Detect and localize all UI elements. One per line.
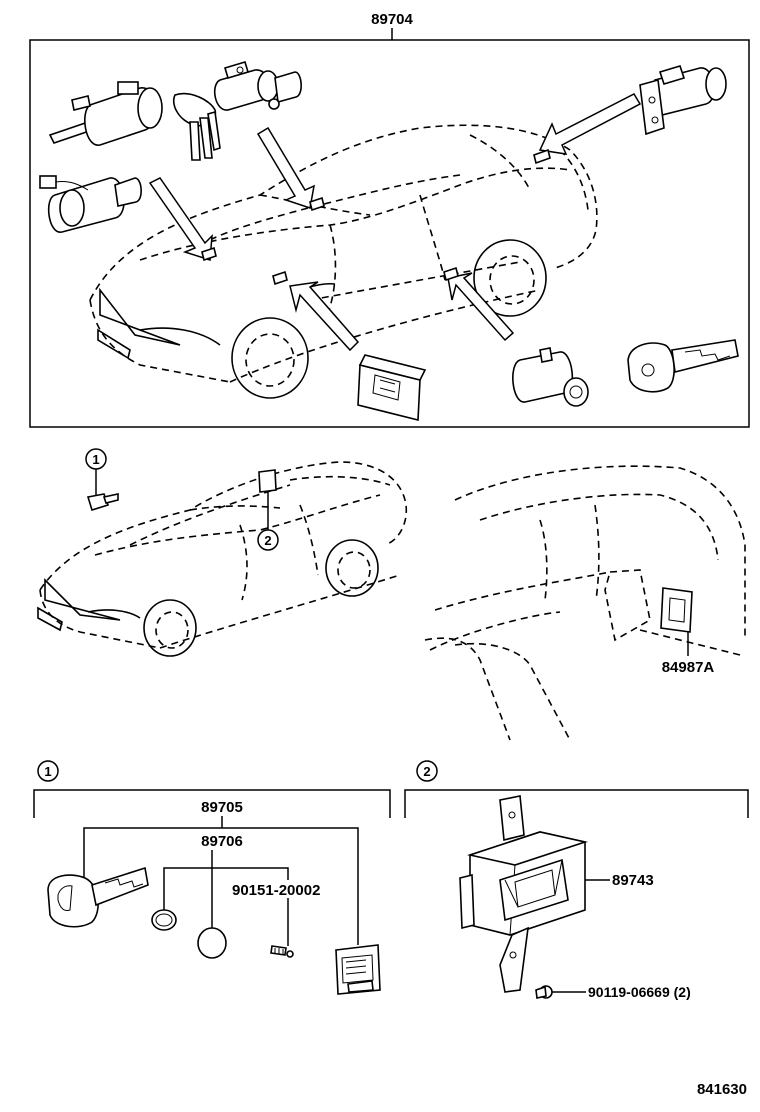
callout-arrows <box>148 93 642 352</box>
callout-circle-2 <box>257 529 279 551</box>
transmitter-case-icon <box>335 944 381 995</box>
detail-callout-label-2: 2 <box>423 764 430 779</box>
luggage-lock-cylinder-icon <box>512 347 589 407</box>
lock-marker <box>201 246 217 262</box>
screw-icon <box>270 945 294 958</box>
detail-bracket-2 <box>404 789 749 818</box>
transmitter-bracket <box>163 867 289 910</box>
lock-marker <box>443 266 459 282</box>
key-set-bracket <box>83 827 359 945</box>
car-illustration-top <box>89 124 598 399</box>
relay-module-icon <box>357 354 427 422</box>
lock-marker <box>309 196 325 212</box>
top-assembly-group: 89704 <box>29 11 750 428</box>
key-icon <box>627 339 739 393</box>
callout-label-2: 2 <box>264 533 271 548</box>
door-lock-cylinder-icon <box>213 61 302 111</box>
trunk-lock-cylinder-icon <box>639 65 727 136</box>
diagram-id: 841630 <box>697 1081 747 1098</box>
plug-stem <box>102 493 119 504</box>
lock-marker <box>533 148 551 165</box>
part-number-90151-20002[interactable]: 90151-20002 <box>232 882 320 899</box>
dashboard-interior <box>424 465 746 741</box>
battery-icon <box>197 927 227 959</box>
detail-callout-circle-1 <box>37 760 59 782</box>
o-ring-icon <box>151 909 177 931</box>
part-number-89706[interactable]: 89706 <box>201 833 243 850</box>
part-number-89705[interactable]: 89705 <box>201 799 243 816</box>
detail-group-1: 1 89705 89706 90151-20002 <box>33 760 391 995</box>
part-number-89743[interactable]: 89743 <box>612 872 654 889</box>
part-number-90119-06669[interactable]: 90119-06669 (2) <box>588 984 691 1000</box>
part-number-89704[interactable]: 89704 <box>371 11 413 28</box>
top-assembly-frame <box>29 39 750 428</box>
switch-icon <box>660 587 693 633</box>
detail-bracket-1 <box>33 789 391 818</box>
ignition-cylinder-icon <box>48 81 221 161</box>
middle-section: 1 2 <box>37 448 746 741</box>
part-number-84987A[interactable]: 84987A <box>662 659 715 676</box>
lock-cylinder-small-icon <box>39 175 142 233</box>
detail-group-2: 2 89743 90119-06669 (2) <box>404 760 749 1000</box>
ecu-module-icon <box>459 795 589 993</box>
clip-icon <box>535 985 553 999</box>
detail-callout-label-1: 1 <box>44 764 51 779</box>
plug-icon <box>86 493 110 512</box>
transmitter-key-icon <box>47 866 149 928</box>
switch-face <box>668 597 686 623</box>
car-illustration-middle <box>37 461 407 657</box>
module-marker-icon <box>258 469 277 493</box>
lock-marker <box>272 270 288 286</box>
detail-callout-circle-2 <box>416 760 438 782</box>
callout-label-1: 1 <box>92 452 99 467</box>
